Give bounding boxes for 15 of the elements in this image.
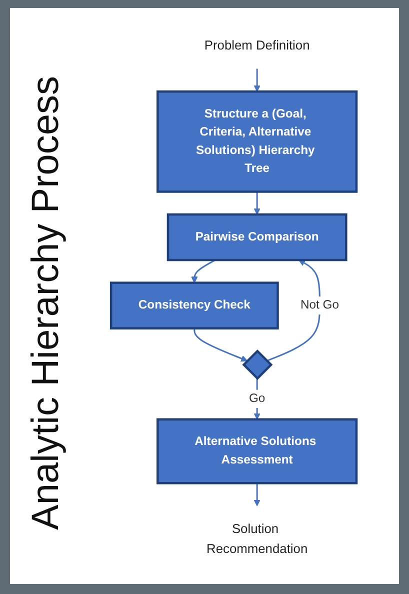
arrow [191, 259, 216, 284]
node-box: Structure a (Goal, Criteria, Alternative Solutions) Hierarchy Tree [156, 90, 358, 193]
node-text: Problem Definition [204, 38, 310, 52]
edge-label: Go [249, 392, 266, 405]
node-text: Solution Recommendation [206, 522, 308, 556]
node-box: Pairwise Comparison [167, 213, 348, 262]
arrow [254, 483, 261, 506]
node-box: Alternative Solutions Assessment [156, 418, 358, 484]
arrow [254, 68, 261, 92]
node-box: Consistency Check [110, 282, 280, 330]
arrow [194, 328, 248, 362]
node-diamond [242, 349, 273, 380]
arrow [254, 192, 261, 215]
diagram-title: Analytic Hierarchy Process [24, 74, 68, 532]
edge-label: Not Go [300, 298, 340, 312]
